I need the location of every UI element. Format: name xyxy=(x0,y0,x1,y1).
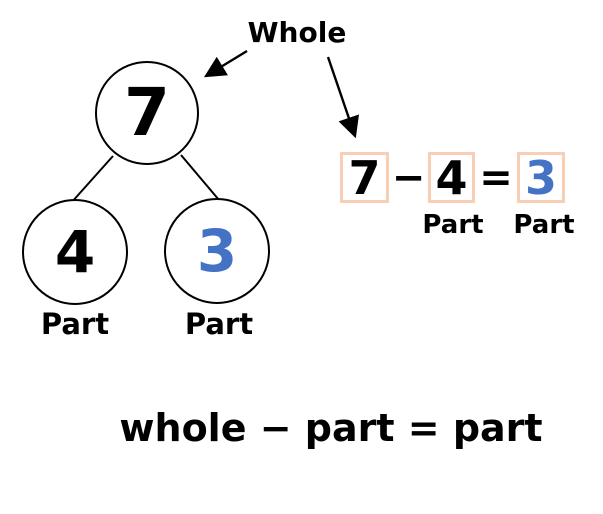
bond-line-right xyxy=(180,154,220,201)
whole-arrow-to-equation xyxy=(326,56,360,139)
whole-circle: 7 xyxy=(95,61,199,165)
equals-sign: = xyxy=(479,154,513,201)
left-part-circle: 4 xyxy=(22,199,128,305)
right-part-label: Part xyxy=(184,307,254,341)
equation-difference: 3 xyxy=(524,150,557,205)
right-part-value: 3 xyxy=(196,217,238,285)
equation-subtrahend-label: Part xyxy=(422,210,484,240)
equation-minuend-box: 7 xyxy=(340,152,389,203)
equation-difference-box: 3 xyxy=(517,152,565,203)
equation-minuend: 7 xyxy=(348,150,381,205)
formula-text: whole − part = part xyxy=(119,406,543,450)
whole-arrow-to-circle xyxy=(203,49,248,78)
bond-line-left xyxy=(70,155,114,204)
whole-value: 7 xyxy=(124,74,170,151)
equation-subtrahend-box: 4 xyxy=(428,152,475,203)
right-part-circle: 3 xyxy=(164,198,270,304)
whole-label: Whole xyxy=(247,16,347,49)
equation-difference-label: Part xyxy=(513,210,575,240)
equation-subtrahend: 4 xyxy=(435,150,468,205)
minus-sign: − xyxy=(391,154,426,201)
left-part-value: 4 xyxy=(54,218,96,286)
left-part-label: Part xyxy=(40,307,110,341)
